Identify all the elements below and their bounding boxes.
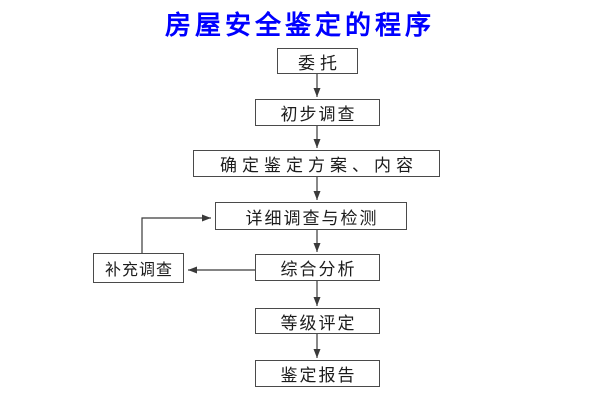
flow-node-supplementary-survey: 补充调查: [93, 253, 184, 283]
flow-node-preliminary-survey: 初步调查: [255, 99, 380, 126]
flow-node-determine-plan-content: 确定鉴定方案、内容: [193, 150, 440, 177]
flow-node-comprehensive-analysis: 综合分析: [255, 254, 380, 281]
flow-node-appraisal-report: 鉴定报告: [255, 360, 380, 387]
arrow-buchong-to-xiangxi: [141, 214, 211, 253]
flow-node-grade-evaluation: 等级评定: [255, 308, 380, 334]
flow-node-entrustment: 委托: [277, 48, 358, 74]
diagram-title: 房屋安全鉴定的程序: [164, 11, 435, 41]
flow-node-detailed-survey-testing: 详细调查与检测: [215, 202, 407, 230]
